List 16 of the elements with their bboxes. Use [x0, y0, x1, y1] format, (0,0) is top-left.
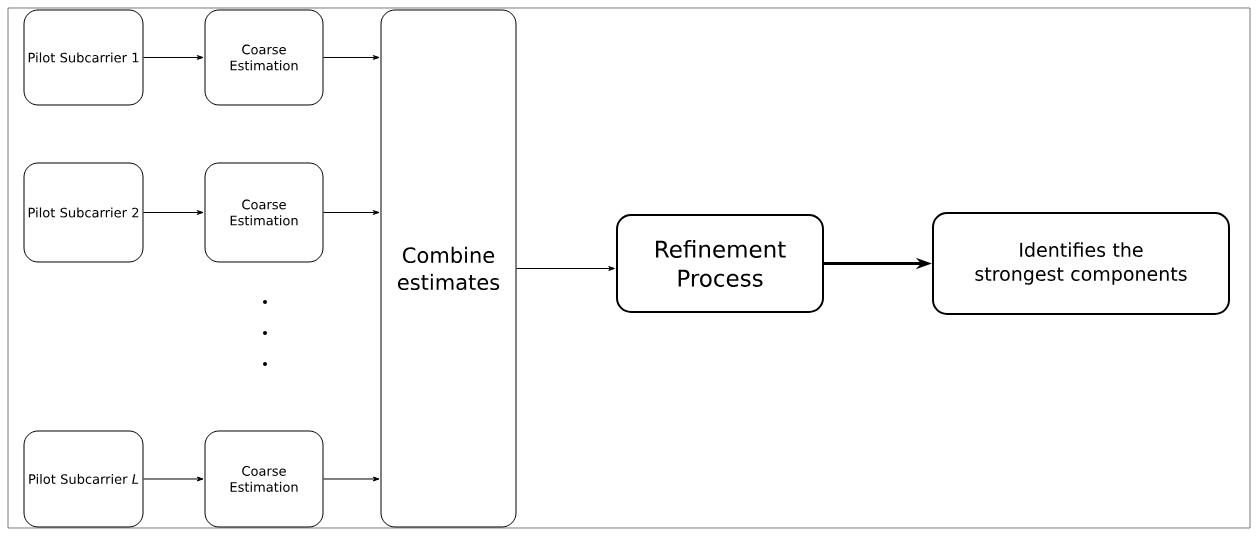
process-box: Coarse Estimation — [204, 430, 324, 528]
process-box: Refinement Process — [616, 214, 824, 313]
process-box: Coarse Estimation — [204, 9, 324, 106]
arrow — [323, 210, 380, 215]
arrow — [323, 55, 380, 60]
arrow — [516, 266, 615, 271]
arrow — [143, 55, 204, 60]
process-box: Pilot Subcarrier 2 — [23, 162, 144, 263]
process-box: Coarse Estimation — [204, 162, 324, 263]
process-box: Pilot Subcarrier L — [23, 430, 144, 528]
arrow — [143, 476, 204, 482]
arrow — [323, 476, 380, 482]
arrow — [143, 210, 204, 215]
process-box: Pilot Subcarrier 1 — [23, 9, 144, 106]
process-box: Combine estimates — [380, 9, 517, 528]
process-box: Identifies the strongest components — [932, 212, 1230, 315]
